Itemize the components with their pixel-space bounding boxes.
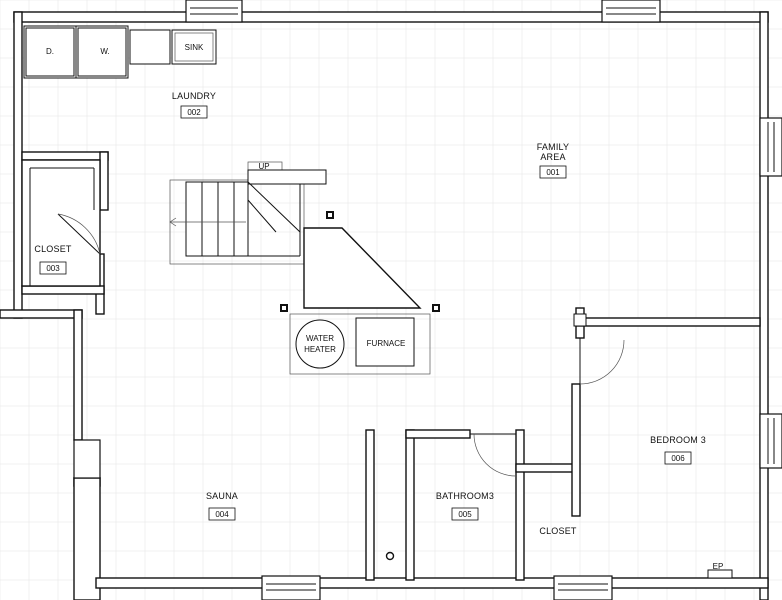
sauna-name: SAUNA	[206, 491, 238, 501]
windows	[73, 0, 782, 600]
dryer	[25, 27, 75, 77]
mechanical-area: WATER HEATER FURNACE	[289, 313, 431, 375]
closet-name: CLOSET	[34, 244, 72, 254]
washer-label: W.	[100, 47, 109, 56]
washer	[77, 27, 127, 77]
sink	[171, 29, 217, 65]
family-name-1: FAMILY	[537, 142, 570, 152]
stair-up-label: UP	[258, 162, 269, 171]
ep-label: EP	[713, 562, 724, 571]
furnace	[355, 317, 415, 367]
bedroom-name: BEDROOM 3	[650, 435, 706, 445]
closet-walls	[21, 151, 109, 315]
bathroom-name: BATHROOM3	[436, 491, 494, 501]
water-heater	[295, 319, 345, 369]
counter	[129, 29, 171, 65]
family-name-2: AREA	[540, 152, 565, 162]
bathroom-number: 005	[458, 510, 472, 519]
laundry-appliances: D. W. SINK	[23, 25, 217, 79]
family-number: 001	[546, 168, 560, 177]
water-heater-label-2: HEATER	[304, 345, 336, 354]
closet2-name: CLOSET	[539, 526, 577, 536]
bedroom-number: 006	[671, 454, 685, 463]
interior-walls	[365, 307, 761, 581]
staircase: UP	[169, 161, 440, 312]
exterior-walls	[0, 11, 769, 600]
closet-number: 003	[46, 264, 60, 273]
water-heater-label-1: WATER	[306, 334, 334, 343]
furnace-label: FURNACE	[367, 339, 406, 348]
laundry-number: 002	[187, 108, 201, 117]
sink-label: SINK	[185, 43, 204, 52]
laundry-name: LAUNDRY	[172, 91, 216, 101]
dryer-label: D.	[46, 47, 54, 56]
room-labels: LAUNDRY 002 FAMILY AREA 001 CLOSET 003 S…	[34, 91, 723, 571]
sauna-number: 004	[215, 510, 229, 519]
